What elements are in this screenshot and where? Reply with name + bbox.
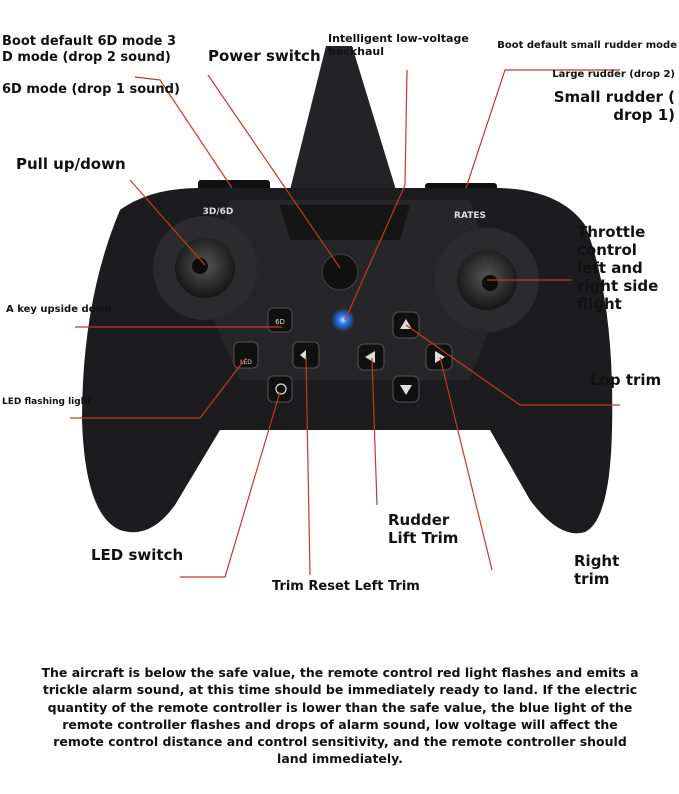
label-led-flashing: LED flashing light [2, 397, 92, 407]
label-large-rudder: Large rudder (drop 2) [552, 69, 675, 80]
leader-lines [70, 69, 620, 578]
power-button [321, 253, 359, 291]
antenna [290, 46, 396, 190]
label-led-switch: LED switch [91, 546, 184, 564]
label-6d-mode: 6D mode (drop 1 sound) [2, 82, 180, 97]
label-low-voltage: Intelligent low-voltage backhaul [328, 32, 469, 59]
label-pull-up-down: Pull up/down [16, 155, 126, 173]
led-button-label: LED [240, 359, 252, 366]
blue-led [331, 308, 355, 332]
label-boot-rudder: Boot default small rudder mode [497, 40, 677, 51]
6d-button-label: 6D [275, 318, 285, 326]
mode-label: 3D/6D [203, 207, 234, 217]
label-lop-trim: Lop trim [590, 371, 662, 389]
low-voltage-note: The aircraft is below the safe value, th… [41, 665, 639, 767]
label-rudder-lift-trim: Rudder Lift Trim [388, 511, 459, 547]
label-key-upside-down: A key upside down [6, 304, 112, 315]
rates-label: RATES [454, 211, 486, 221]
label-power-switch: Power switch [208, 47, 321, 65]
label-boot-6d: Boot default 6D mode 3 D mode (drop 2 so… [2, 34, 177, 65]
label-trim-reset: Trim Reset Left Trim [272, 579, 420, 594]
label-right-trim: Right trim [574, 552, 620, 588]
label-throttle: Throttle control left and right side fli… [577, 223, 659, 313]
label-small-rudder: Small rudder ( drop 1) [553, 88, 675, 124]
